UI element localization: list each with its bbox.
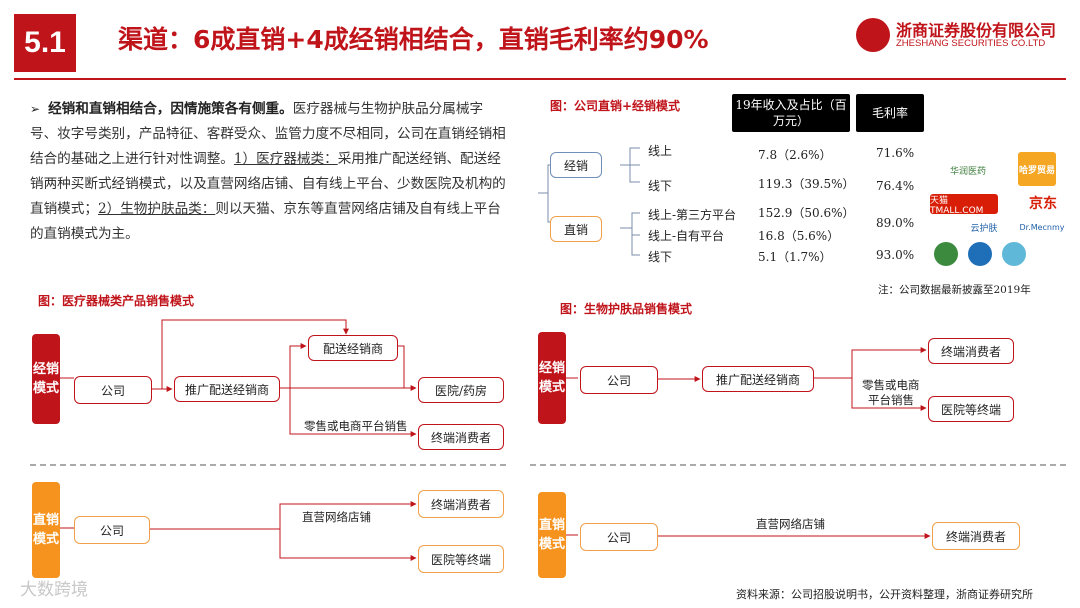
company-name-cn: 浙商证券股份有限公司 — [896, 21, 1057, 40]
brand-drmecnmy-logo: Dr.Mecnmy — [1019, 222, 1065, 232]
row-3-revenue: 16.8（5.6%） — [758, 229, 840, 243]
col-header-margin: 毛利率 — [856, 94, 924, 132]
medical-company-box: 公司 — [74, 376, 152, 404]
row-1-channel: 线下 — [648, 179, 673, 193]
channel-table-caption: 图：公司直销+经销模式 — [550, 99, 681, 113]
company-name-en: ZHESHANG SECURITIES CO.LTD — [896, 38, 1046, 49]
medical-promo-distributor-box: 推广配送经销商 — [174, 376, 280, 402]
skincare-hospital-box: 医院等终端 — [928, 396, 1014, 422]
skincare-direct-consumer-box: 终端消费者 — [932, 522, 1020, 550]
medical-hospital-pharmacy-box: 医院/药房 — [418, 377, 504, 403]
section-number-badge: 5.1 — [14, 14, 76, 72]
brand-jd-logo: 京东 — [1029, 196, 1057, 212]
medical-direct-company-box: 公司 — [74, 516, 150, 544]
skincare-company-box: 公司 — [580, 366, 658, 394]
bullet-text-2: 采用推广配送经销、配送经销两种买断式经销模式，以及直营网络店铺、自有线上平台、少… — [30, 151, 506, 217]
skincare-direct-store-label: 直营网络店铺 — [756, 517, 825, 531]
medical-dist-label: 经销模式 — [32, 334, 60, 424]
row-2-revenue: 152.9（50.6%） — [758, 206, 855, 220]
skincare-direct-label: 直销模式 — [538, 492, 566, 578]
skincare-retail-label-2: 平台销售 — [868, 393, 914, 407]
brand-seal-icon-3 — [1002, 242, 1026, 266]
skincare-retail-label-1: 零售或电商 — [862, 378, 920, 392]
bullet-text-1: 医疗器械与生物护肤品分属械字号、妆字号类别，产品特征、客群受众、监管力度不尽相同… — [30, 101, 506, 167]
medical-direct-store-label: 直营网络店铺 — [302, 510, 371, 524]
bullet-arrow-icon: ➢ — [30, 102, 41, 116]
row-0-margin: 71.6% — [876, 146, 915, 160]
bullet-medical-label: 1）医疗器械类： — [233, 151, 338, 167]
brand-seal-icon-1 — [934, 242, 958, 266]
group-direct: 直销 — [550, 216, 602, 242]
brand-yunhufu-logo: 云护肤 — [970, 223, 998, 234]
row-2-margin: 89.0% — [876, 216, 915, 230]
row-0-revenue: 7.8（2.6%） — [758, 148, 832, 162]
medical-divider — [30, 464, 506, 466]
bullet-text-3: 则以天猫、京东等直营网络店铺及自有线上平台的直销模式为主。 — [30, 201, 501, 242]
page-title: 渠道：6成直销+4成经销相结合，直销毛利率约90% — [118, 25, 709, 54]
medical-retail-label: 零售或电商平台销售 — [304, 419, 408, 433]
bullet-lead: 经销和直销相结合，因情施策各有侧重。 — [48, 101, 293, 117]
brand-huarun-logo: 华润医药 — [949, 166, 986, 177]
row-1-revenue: 119.3（39.5%） — [758, 177, 855, 191]
brand-seal-icon-2 — [968, 242, 992, 266]
row-4-margin: 93.0% — [876, 248, 915, 262]
skincare-dist-label: 经销模式 — [538, 332, 566, 424]
col-header-revenue: 19年收入及占比（百万元） — [732, 94, 850, 132]
row-3-channel: 线上-自有平台 — [648, 229, 725, 243]
medical-delivery-distributor-box: 配送经销商 — [308, 335, 398, 361]
medical-flow-caption: 图：医疗器械类产品销售模式 — [38, 294, 195, 308]
source-note: 资料来源：公司招股说明书，公开资料整理，浙商证券研究所 — [736, 588, 1033, 601]
row-4-channel: 线下 — [648, 250, 673, 264]
table-note: 注：公司数据最新披露至2019年 — [878, 284, 1031, 296]
bullet-skincare-label: 2）生物护肤品类： — [97, 201, 216, 217]
group-distribution: 经销 — [550, 152, 602, 178]
title-divider — [14, 78, 1066, 80]
watermark: 大数跨境 — [20, 580, 88, 600]
row-2-channel: 线上-第三方平台 — [648, 208, 737, 222]
medical-direct-label: 直销模式 — [32, 482, 60, 578]
medical-direct-hospital-box: 医院等终端 — [418, 545, 504, 573]
skincare-divider — [530, 464, 1066, 466]
bullet-paragraph: ➢ 经销和直销相结合，因情施策各有侧重。医疗器械与生物护肤品分属械字号、妆字号类别… — [30, 97, 508, 247]
medical-direct-consumer-box: 终端消费者 — [418, 490, 504, 518]
row-0-channel: 线上 — [648, 144, 673, 158]
medical-end-consumer-box: 终端消费者 — [418, 424, 504, 450]
row-1-margin: 76.4% — [876, 179, 915, 193]
company-logo-icon — [856, 18, 890, 52]
brand-tmall-logo: 天猫TMALL.COM — [930, 194, 998, 216]
brand-haluo-logo: 哈罗贸易 — [1018, 152, 1056, 186]
skincare-end-consumer-box: 终端消费者 — [928, 338, 1014, 364]
skincare-promo-distributor-box: 推广配送经销商 — [702, 366, 814, 392]
skincare-direct-company-box: 公司 — [580, 523, 658, 551]
row-4-revenue: 5.1（1.7%） — [758, 250, 832, 264]
skincare-flow-caption: 图：生物护肤品销售模式 — [560, 302, 693, 316]
